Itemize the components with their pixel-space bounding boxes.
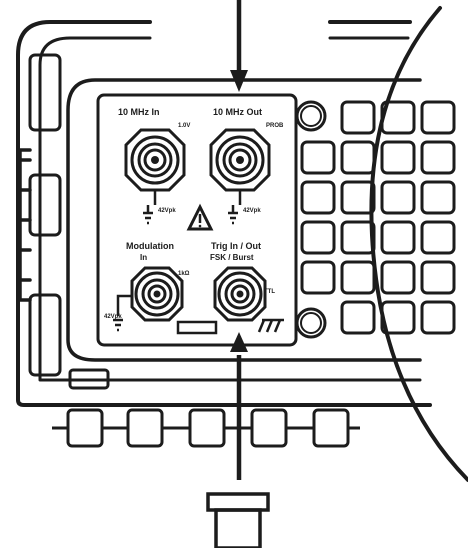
ref-in-sub-bottom: 42Vpk xyxy=(158,208,176,214)
foot-tab xyxy=(250,408,288,448)
modulation-in-bnc-connector-icon xyxy=(116,266,184,322)
modulation-in-sub-bottom: 42Vpk xyxy=(104,314,122,320)
foot-tab xyxy=(66,408,104,448)
warning-triangle-icon xyxy=(186,203,214,231)
keypad-key xyxy=(420,140,456,175)
modulation-in-sub-right: 1kΩ xyxy=(178,271,190,277)
keypad-key xyxy=(340,220,376,255)
keypad-key xyxy=(340,300,376,335)
ref-out-sub-right: PROB xyxy=(266,123,284,129)
keypad-key xyxy=(340,180,376,215)
ground-icon xyxy=(228,205,238,225)
ref-out-sub-bottom: 42Vpk xyxy=(243,208,261,214)
chassis-ground-icon xyxy=(257,318,284,333)
panel-inner-bezel xyxy=(96,93,298,347)
foot-tab xyxy=(312,408,350,448)
keypad-key xyxy=(380,100,416,135)
keypad-key xyxy=(420,260,456,295)
keypad-key xyxy=(420,300,456,335)
housing-outline xyxy=(16,20,432,407)
keypad-key xyxy=(340,260,376,295)
keypad-key xyxy=(380,260,416,295)
keypad-grid xyxy=(300,100,456,335)
keypad-key xyxy=(420,220,456,255)
ground-icon xyxy=(143,205,153,225)
bnc-plug-icon xyxy=(206,492,270,548)
foot-tab xyxy=(126,408,164,448)
modulation-in-label-line1: Modulation xyxy=(126,241,174,251)
keypad-key xyxy=(420,100,456,135)
ground-icon xyxy=(113,318,123,332)
ref-in-sub-right: 1.0V xyxy=(178,123,190,129)
foot-tab xyxy=(188,408,226,448)
keypad-key xyxy=(300,180,336,215)
trig-label-line1: Trig In / Out xyxy=(211,241,261,251)
label-plate xyxy=(176,320,218,335)
keypad-key xyxy=(340,100,376,135)
keypad-key xyxy=(380,300,416,335)
bottom-arrow-icon xyxy=(230,332,248,480)
keypad-key xyxy=(300,260,336,295)
keypad-key xyxy=(300,140,336,175)
knob-bottom xyxy=(295,307,327,339)
ref-out-label: 10 MHz Out xyxy=(213,107,262,117)
side-cover-circle xyxy=(369,6,468,482)
bottom-foot-row xyxy=(52,408,360,448)
keypad-key xyxy=(380,180,416,215)
trig-bnc-connector-icon xyxy=(213,266,267,322)
top-arrow-icon xyxy=(230,0,248,92)
left-tab-stack xyxy=(28,53,110,390)
modulation-in-label-line2: In xyxy=(140,253,147,262)
keypad-key xyxy=(380,220,416,255)
panel-outline xyxy=(66,78,422,362)
ref-out-bnc-connector-icon xyxy=(209,128,271,205)
housing-inner-outline xyxy=(38,36,422,382)
keypad-key xyxy=(420,180,456,215)
trig-label-line2: FSK / Burst xyxy=(210,253,254,262)
keypad-key xyxy=(300,220,336,255)
keypad-key xyxy=(380,140,416,175)
trig-sub-right: TTL xyxy=(264,289,275,295)
knob-top xyxy=(295,100,327,132)
keypad-key xyxy=(340,140,376,175)
side-handle xyxy=(18,148,32,302)
ref-in-bnc-connector-icon xyxy=(124,128,186,205)
ref-in-label: 10 MHz In xyxy=(118,107,160,117)
